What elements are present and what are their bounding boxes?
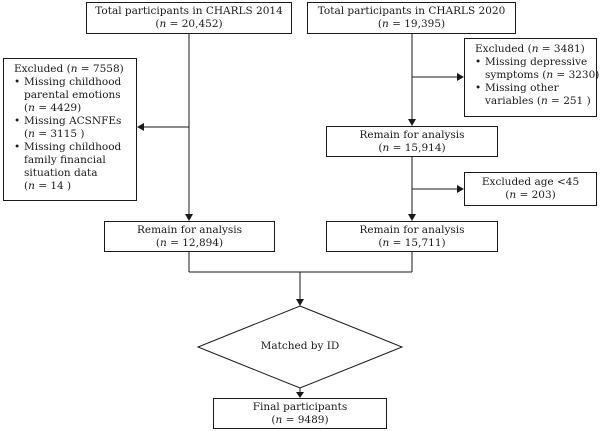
remain-2014-symbol: n (160, 236, 167, 249)
excluded-2014-item-2-line-1: Missing ACSNFEs (24, 115, 122, 127)
remain-2020-second-open: ( (378, 236, 383, 249)
final-value: = 9489) (282, 413, 329, 426)
remain-2020-second-title: Remain for analysis (359, 223, 465, 236)
excluded-2014-item: Missing ACSNFEs (n = 3115 ) (14, 115, 130, 141)
excluded-2020-header-text: Excluded ( (475, 43, 532, 55)
excluded-2014-header: Excluded (n = 7558) (14, 63, 130, 76)
remain-2020-first-title: Remain for analysis (359, 128, 465, 141)
total-2020-count-symbol: n (382, 18, 389, 30)
excluded-2020-header-value: = 3481) (538, 43, 585, 55)
excluded-age-title: Excluded age <45 (481, 176, 580, 188)
excluded-2020-item-1-text: symptoms ( (485, 69, 547, 81)
total-2014-box: Total participants in CHARLS 2014 (n = 2… (86, 2, 292, 34)
total-2014-count-value: = 20,452) (166, 18, 223, 30)
excluded-2020-item: Missing depressive symptoms (n = 3230) (475, 56, 599, 82)
remain-2020-second-count: (n = 15,711) (378, 237, 445, 250)
arrowhead-2020-remain-2 (408, 214, 416, 221)
excluded-2014-item-3-open: ( (24, 180, 29, 192)
total-2014-count-symbol: n (159, 18, 167, 30)
total-2014-count: (n = 20,452) (155, 18, 222, 31)
excluded-2014-item: Missing childhood family financial situa… (14, 141, 130, 193)
excluded-2020-item-1-symbol: n (546, 69, 554, 81)
remain-2020-first-value: = 15,914) (389, 141, 446, 154)
excluded-2014-header-text: Excluded ( (14, 63, 71, 75)
total-2020-count-open: ( (377, 18, 383, 30)
excluded-2014-item-1-open: ( (24, 102, 29, 114)
remain-2020-first-open: ( (378, 141, 383, 154)
total-2020-box: Total participants in CHARLS 2020 (n = 1… (307, 2, 516, 34)
excluded-2020-item-2-text: variables ( (485, 95, 541, 107)
remain-2020-first-count: (n = 15,914) (378, 142, 445, 155)
remain-2020-second-symbol: n (382, 236, 390, 249)
arrowhead-excluded-2020 (457, 73, 464, 81)
excluded-2014-item-1-symbol: n (28, 102, 35, 114)
excluded-2020-item: Missing other variables (n = 251 ) (475, 82, 591, 108)
excluded-age-value: = 203) (516, 189, 556, 201)
excluded-age-symbol: n (509, 189, 517, 201)
remain-2020-second-box: Remain for analysis (n = 15,711) (326, 221, 498, 252)
final-box: Final participants (n = 9489) (213, 398, 387, 429)
final-symbol: n (275, 413, 283, 426)
remain-2014-open: ( (155, 236, 161, 249)
excluded-2020-item-1-value: = 3230) (553, 69, 600, 81)
remain-2014-box: Remain for analysis (n = 12,894) (104, 221, 275, 252)
final-open: ( (271, 413, 276, 426)
excluded-2020-header-symbol: n (531, 43, 539, 55)
excluded-age-box: Excluded age <45 (n = 203) (464, 172, 597, 206)
excluded-2020-item-1-line-2: symptoms (n = 3230) (485, 69, 599, 82)
excluded-2014-item-2-symbol: n (28, 128, 35, 140)
excluded-2020-item-2-symbol: n (540, 95, 548, 107)
excluded-2014-item-1-line-2: parental emotions (24, 89, 121, 101)
excluded-2020-header: Excluded (n = 3481) (475, 43, 590, 56)
excluded-2014-item-3-count: (n = 14 ) (24, 180, 130, 193)
excluded-2014-item-2-count: (n = 3115 ) (24, 128, 130, 141)
arrowhead-final (296, 392, 304, 398)
excluded-2014-item-1-count: (n = 4429) (24, 102, 130, 115)
excluded-age-open: ( (505, 189, 510, 201)
excluded-2014-header-value: = 7558) (77, 63, 124, 75)
arrowhead-excluded-2014 (137, 123, 144, 131)
arrowhead-excluded-age (457, 185, 464, 193)
excluded-2020-item-2-value: = 251 ) (547, 95, 591, 107)
matched-label: Matched by ID (260, 340, 340, 352)
excluded-2014-item-1-value: = 4429) (34, 102, 82, 114)
excluded-2014-header-symbol: n (70, 63, 78, 75)
arrowhead-2014-remain (185, 214, 193, 221)
arrowhead-2020-remain-1 (408, 119, 416, 126)
excluded-2014-item: Missing childhood parental emotions (n =… (14, 76, 130, 115)
remain-2020-first-symbol: n (382, 141, 390, 154)
excluded-2014-box: Excluded (n = 7558) Missing childhood pa… (3, 58, 137, 201)
excluded-2020-item-2-line-1: Missing other (485, 82, 559, 94)
remain-2014-value: = 12,894) (166, 236, 224, 249)
total-2014-count-open: ( (155, 18, 160, 30)
excluded-2020-item-1-line-1: Missing depressive (485, 56, 588, 68)
excluded-2014-item-3-line-1: Missing childhood (24, 141, 122, 153)
total-2020-count: (n = 19,395) (378, 18, 445, 31)
excluded-2014-item-2-open: ( (24, 128, 29, 140)
remain-2014-title: Remain for analysis (136, 223, 243, 236)
excluded-2014-item-2-value: = 3115 ) (34, 128, 85, 140)
final-count: (n = 9489) (271, 414, 328, 427)
total-2014-title: Total participants in CHARLS 2014 (95, 5, 283, 17)
excluded-2014-item-3-symbol: n (28, 180, 35, 192)
excluded-2014-item-1-line-1: Missing childhood (24, 76, 122, 88)
excluded-age-count: (n = 203) (505, 189, 556, 202)
remain-2014-count: (n = 12,894) (156, 237, 223, 250)
excluded-2020-list: Missing depressive symptoms (n = 3230) M… (475, 56, 599, 108)
final-title: Final participants (252, 400, 348, 413)
total-2020-title: Total participants in CHARLS 2020 (317, 5, 506, 17)
total-2020-count-value: = 19,395) (388, 18, 446, 30)
excluded-2020-box: Excluded (n = 3481) Missing depressive s… (464, 38, 599, 117)
excluded-2014-list: Missing childhood parental emotions (n =… (14, 76, 130, 193)
excluded-2014-item-3-value: = 14 ) (34, 180, 72, 192)
remain-2020-first-box: Remain for analysis (n = 15,914) (326, 126, 498, 157)
excluded-2014-item-3-line-3: situation data (24, 167, 98, 179)
excluded-2020-item-2-line-2: variables (n = 251 ) (485, 95, 591, 108)
arrowhead-match (296, 299, 304, 306)
excluded-2014-item-3-line-2: family financial (24, 154, 106, 166)
remain-2020-second-value: = 15,711) (389, 236, 446, 249)
